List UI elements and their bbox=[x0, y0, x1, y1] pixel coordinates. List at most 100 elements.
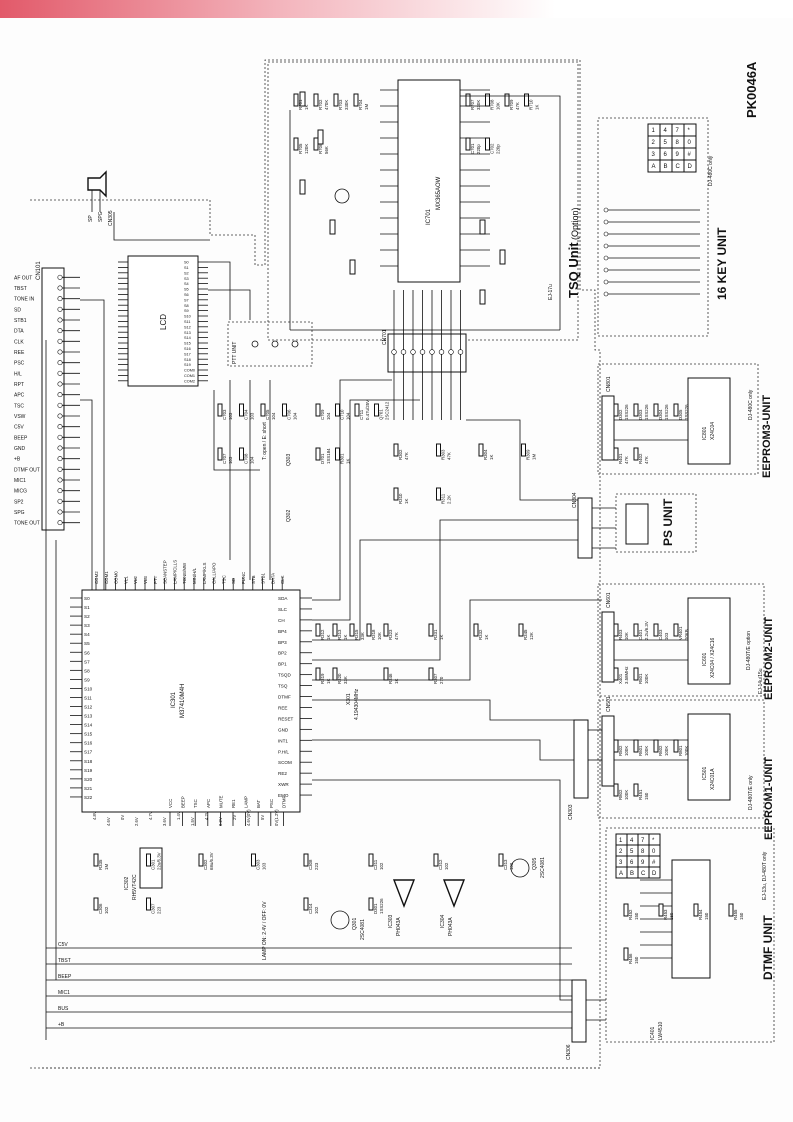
component-body bbox=[315, 403, 321, 417]
wire bbox=[312, 599, 602, 681]
cn701-pin bbox=[410, 349, 416, 355]
cn101-pin-label: DTA bbox=[14, 329, 24, 335]
component-body bbox=[658, 903, 664, 917]
cpu-left-pin: S18 bbox=[84, 759, 93, 764]
cn101-pin bbox=[57, 274, 63, 280]
component-body bbox=[315, 447, 321, 461]
component-ref: C707 bbox=[222, 453, 227, 464]
cpu-right-pin: TSQ bbox=[278, 684, 288, 689]
cn101-pin bbox=[57, 349, 63, 355]
component-body bbox=[521, 443, 526, 457]
component-body bbox=[217, 447, 223, 461]
component-body bbox=[217, 403, 223, 417]
lcd-pin-label: S5 bbox=[184, 288, 189, 292]
tsq-ic-part: MX365AOW bbox=[436, 176, 442, 210]
lcd-pin-label: S4 bbox=[184, 282, 189, 286]
component-body bbox=[693, 903, 699, 917]
component-body bbox=[485, 137, 490, 151]
component-ref: C711 bbox=[359, 409, 364, 420]
tsq-component bbox=[317, 129, 324, 145]
eeprom2-ic-ref: IC601 bbox=[702, 652, 708, 666]
component-value: 47K bbox=[447, 452, 452, 460]
cn101-pin bbox=[57, 328, 63, 334]
cpu-top-pin: COM2 bbox=[94, 571, 99, 584]
cpu-top-pin: COM1 bbox=[104, 571, 109, 584]
lcd-pin-label: S9 bbox=[184, 309, 189, 313]
op1-ref: IC303 bbox=[388, 914, 394, 928]
component-value: 120K bbox=[304, 144, 309, 154]
key16-key-label: A bbox=[652, 164, 656, 170]
wire bbox=[312, 739, 574, 761]
op2-part: PH043A bbox=[448, 917, 454, 936]
component-ref: D302 bbox=[618, 409, 623, 420]
component-value: 150 bbox=[704, 912, 709, 920]
top-color-bar bbox=[0, 0, 793, 18]
cn701-label: CN701 bbox=[382, 329, 388, 345]
tsq-component bbox=[479, 219, 486, 235]
tsq-component bbox=[329, 219, 336, 235]
component-value: 10K bbox=[377, 632, 382, 640]
component-value: 47K bbox=[644, 456, 649, 464]
component-value: 102 bbox=[379, 862, 384, 870]
component-body bbox=[374, 403, 379, 417]
dtmf-key-label: 1 bbox=[619, 838, 623, 844]
transistor-q303-label: Q303 bbox=[286, 454, 292, 466]
component-value: 12K bbox=[529, 632, 534, 640]
lcd-pin-label: S14 bbox=[184, 336, 191, 340]
component-ref: D305 bbox=[678, 409, 683, 420]
voltage-annotation: 1.4V bbox=[176, 811, 181, 820]
cn701-connector: CN701 bbox=[382, 290, 467, 420]
cpu-top-pin: VL3 bbox=[143, 576, 148, 584]
cpu-right-pin: P.H/L bbox=[278, 749, 289, 754]
component-body bbox=[93, 897, 99, 911]
component-value: 100K bbox=[624, 746, 629, 756]
cn501-connector bbox=[601, 715, 615, 787]
component-ref: R318 bbox=[371, 629, 376, 640]
cpu-right-pin: BP1 bbox=[278, 662, 287, 667]
cpu-right-pin: INT1 bbox=[278, 738, 288, 743]
component-ref: R320 bbox=[337, 673, 342, 684]
cn101-pin bbox=[57, 509, 63, 515]
component-body bbox=[333, 93, 339, 107]
ptt-unit: PTT UNIT bbox=[227, 321, 313, 367]
voltage-annotation: 0V(1.2V) bbox=[274, 809, 279, 826]
cn101-pin bbox=[57, 424, 63, 430]
component-ref: R403 bbox=[618, 629, 623, 640]
component-ref: R335 bbox=[98, 859, 103, 870]
dtmf-ic bbox=[671, 859, 711, 979]
lcd-pin-label: S0 bbox=[184, 261, 189, 265]
dtmf-key-label: # bbox=[652, 860, 656, 866]
cpu-left-pin: S2 bbox=[84, 614, 90, 619]
component-value: 47K bbox=[404, 452, 409, 460]
cpu-left-pin: S3 bbox=[84, 623, 90, 628]
component-value: 1K bbox=[489, 455, 494, 460]
component-value: 1K bbox=[343, 635, 348, 640]
tsq-ic701 bbox=[397, 79, 461, 283]
dtmf-key-label: 0 bbox=[652, 849, 656, 855]
bus-line-label: +B bbox=[58, 1022, 65, 1028]
cpu-top-pin: LAMP/KLS bbox=[202, 562, 207, 584]
reg-part: RH5VT42C bbox=[132, 874, 138, 900]
component-body bbox=[613, 783, 619, 797]
document-id: PK0046A bbox=[744, 61, 759, 118]
wire bbox=[208, 289, 251, 320]
cpu-right-pin: SCOM bbox=[278, 760, 292, 765]
component-value: 470K bbox=[324, 100, 329, 110]
key16-key-label: 5 bbox=[664, 140, 668, 146]
tsq-component bbox=[299, 91, 306, 107]
dtmf-key-label: B bbox=[630, 871, 634, 877]
cn303-label: CN303 bbox=[568, 804, 574, 820]
xtal-ref: X301 bbox=[346, 693, 352, 705]
key16-key-label: 3 bbox=[652, 152, 656, 158]
wire bbox=[80, 399, 93, 590]
component-value: 1K bbox=[394, 679, 399, 684]
component-value: 100K bbox=[664, 746, 669, 756]
component-body bbox=[313, 137, 319, 151]
key16-key-label: # bbox=[688, 152, 692, 158]
bus-line-label: BUS bbox=[58, 1006, 69, 1012]
cpu-left-pin: S1 bbox=[84, 605, 90, 610]
tr1-part: 2SC4081 bbox=[540, 857, 546, 878]
component-body bbox=[478, 443, 484, 457]
cpu-bottom-pin: LAMP bbox=[244, 796, 249, 808]
cn101-pin-label: VSW bbox=[14, 414, 26, 420]
